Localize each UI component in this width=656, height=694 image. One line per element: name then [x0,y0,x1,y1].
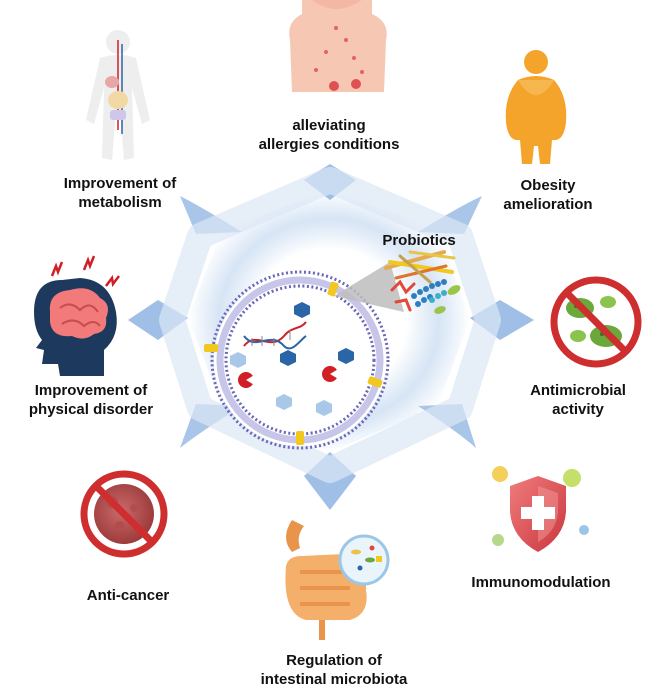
label-line: Improvement of [34,382,148,399]
label-line: Antimicrobial [530,382,626,399]
light-molecule [230,352,246,368]
dna-strand-icon [243,321,307,350]
label-anti-cancer: Anti-cancer [70,586,186,605]
blue-molecule [338,348,354,364]
membrane-channel [327,281,339,297]
label-improvement-metabolism: Improvement of metabolism [40,174,200,212]
membrane-channel [367,376,383,388]
label-regulation-intestinal-microbiota: Regulation of intestinal microbiota [244,651,424,689]
allergy-torso-icon [289,0,387,92]
label-line: metabolism [78,194,162,211]
label-line: Anti-cancer [86,587,170,604]
light-molecule [316,400,332,416]
label-probiotics: Probiotics [364,231,474,250]
label-line: amelioration [503,196,593,213]
zoom-cone [334,262,404,312]
red-molecule [238,372,256,388]
label-line: Probiotics [382,232,456,249]
label-immunomodulation: Immunomodulation [458,573,624,592]
label-line: Immunomodulation [471,574,611,591]
shield-cross-icon [492,466,589,552]
probiotic-bacteria-icon [384,250,461,314]
label-line: Obesity [520,177,576,194]
label-line: intestinal microbiota [260,671,408,688]
label-line: Improvement of [63,175,177,192]
human-body-organs-icon [86,30,150,160]
label-obesity-amelioration: Obesity amelioration [478,176,618,214]
no-cancer-cell-icon [80,470,168,558]
membrane-channel [296,431,304,445]
light-molecule [276,394,292,410]
no-bacteria-icon [550,276,642,368]
obese-person-icon [505,50,567,164]
membrane-channel [204,344,218,352]
label-line: alleviating [292,117,366,134]
brain-head-icon [34,255,120,376]
label-line: allergies conditions [258,136,400,153]
intestine-icon [285,520,390,640]
label-alleviating-allergies: alleviating allergies conditions [244,116,414,154]
red-molecule [322,366,340,382]
blue-molecule [294,302,310,318]
label-line: activity [552,401,604,418]
label-antimicrobial-activity: Antimicrobial activity [520,381,636,419]
label-line: Regulation of [286,652,382,669]
label-line: physical disorder [28,401,154,418]
blue-molecule [280,350,296,366]
probiotic-vesicle [204,262,404,450]
label-improvement-physical-disorder: Improvement of physical disorder [2,381,180,419]
